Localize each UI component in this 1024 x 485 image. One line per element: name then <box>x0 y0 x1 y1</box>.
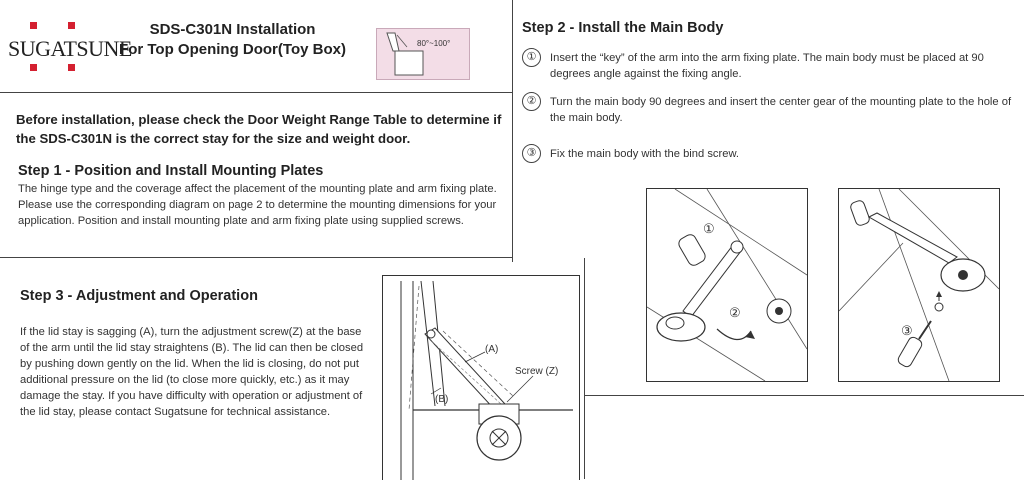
step2-bottom-divider <box>585 395 1024 396</box>
logo-dot <box>30 22 37 29</box>
box-lid-icon <box>386 32 424 76</box>
step1-heading: Step 1 - Position and Install Mounting P… <box>18 163 324 179</box>
label-a: (A) <box>485 344 498 355</box>
step3-heading: Step 3 - Adjustment and Operation <box>20 288 258 304</box>
logo-dot <box>68 22 75 29</box>
pre-installation-notice: Before installation, please check the Do… <box>16 112 502 146</box>
step-text: Turn the main body 90 degrees and insert… <box>550 96 1012 124</box>
brand-name: SUGATSUNE <box>8 36 132 61</box>
step2-heading: Step 2 - Install the Main Body <box>522 20 724 36</box>
step-text: Insert the “key” of the arm into the arm… <box>550 52 984 80</box>
fix-screw-diagram: ③ <box>838 188 1000 382</box>
install-figure-2: ③ <box>838 188 1000 382</box>
insert-arm-diagram: ① ② <box>646 188 808 382</box>
label-screw-z: Screw (Z) <box>515 366 558 377</box>
step-number: ① <box>522 48 541 67</box>
step-number: ③ <box>522 144 541 163</box>
callout-3: ③ <box>901 323 913 338</box>
header-divider <box>0 92 512 93</box>
title-line-1: SDS-C301N Installation <box>149 21 316 38</box>
step3-body: If the lid stay is sagging (A), turn the… <box>20 326 364 418</box>
step1-bottom-divider <box>0 257 512 258</box>
step-text: Fix the main body with the bind screw. <box>550 148 740 160</box>
angle-label: 80°~100° <box>417 39 451 48</box>
adjustment-figure: (A) (B) Screw (Z) <box>382 275 580 480</box>
step3-right-divider <box>584 258 585 479</box>
callout-2: ② <box>729 305 741 320</box>
label-b: (B) <box>435 394 448 405</box>
callout-1: ① <box>703 221 715 236</box>
install-figure-1: ① ② <box>646 188 808 382</box>
document-title: SDS-C301N Installation For Top Opening D… <box>100 20 365 60</box>
step-number: ② <box>522 92 541 111</box>
title-line-2: For Top Opening Door(Toy Box) <box>119 41 346 58</box>
opening-angle-thumbnail: 80°~100° <box>376 28 470 80</box>
logo-dot <box>68 64 75 71</box>
lid-stay-diagram: (A) (B) Screw (Z) <box>400 280 573 480</box>
step1-body: The hinge type and the coverage affect t… <box>18 183 497 227</box>
column-divider <box>512 0 513 262</box>
logo-dot <box>30 64 37 71</box>
